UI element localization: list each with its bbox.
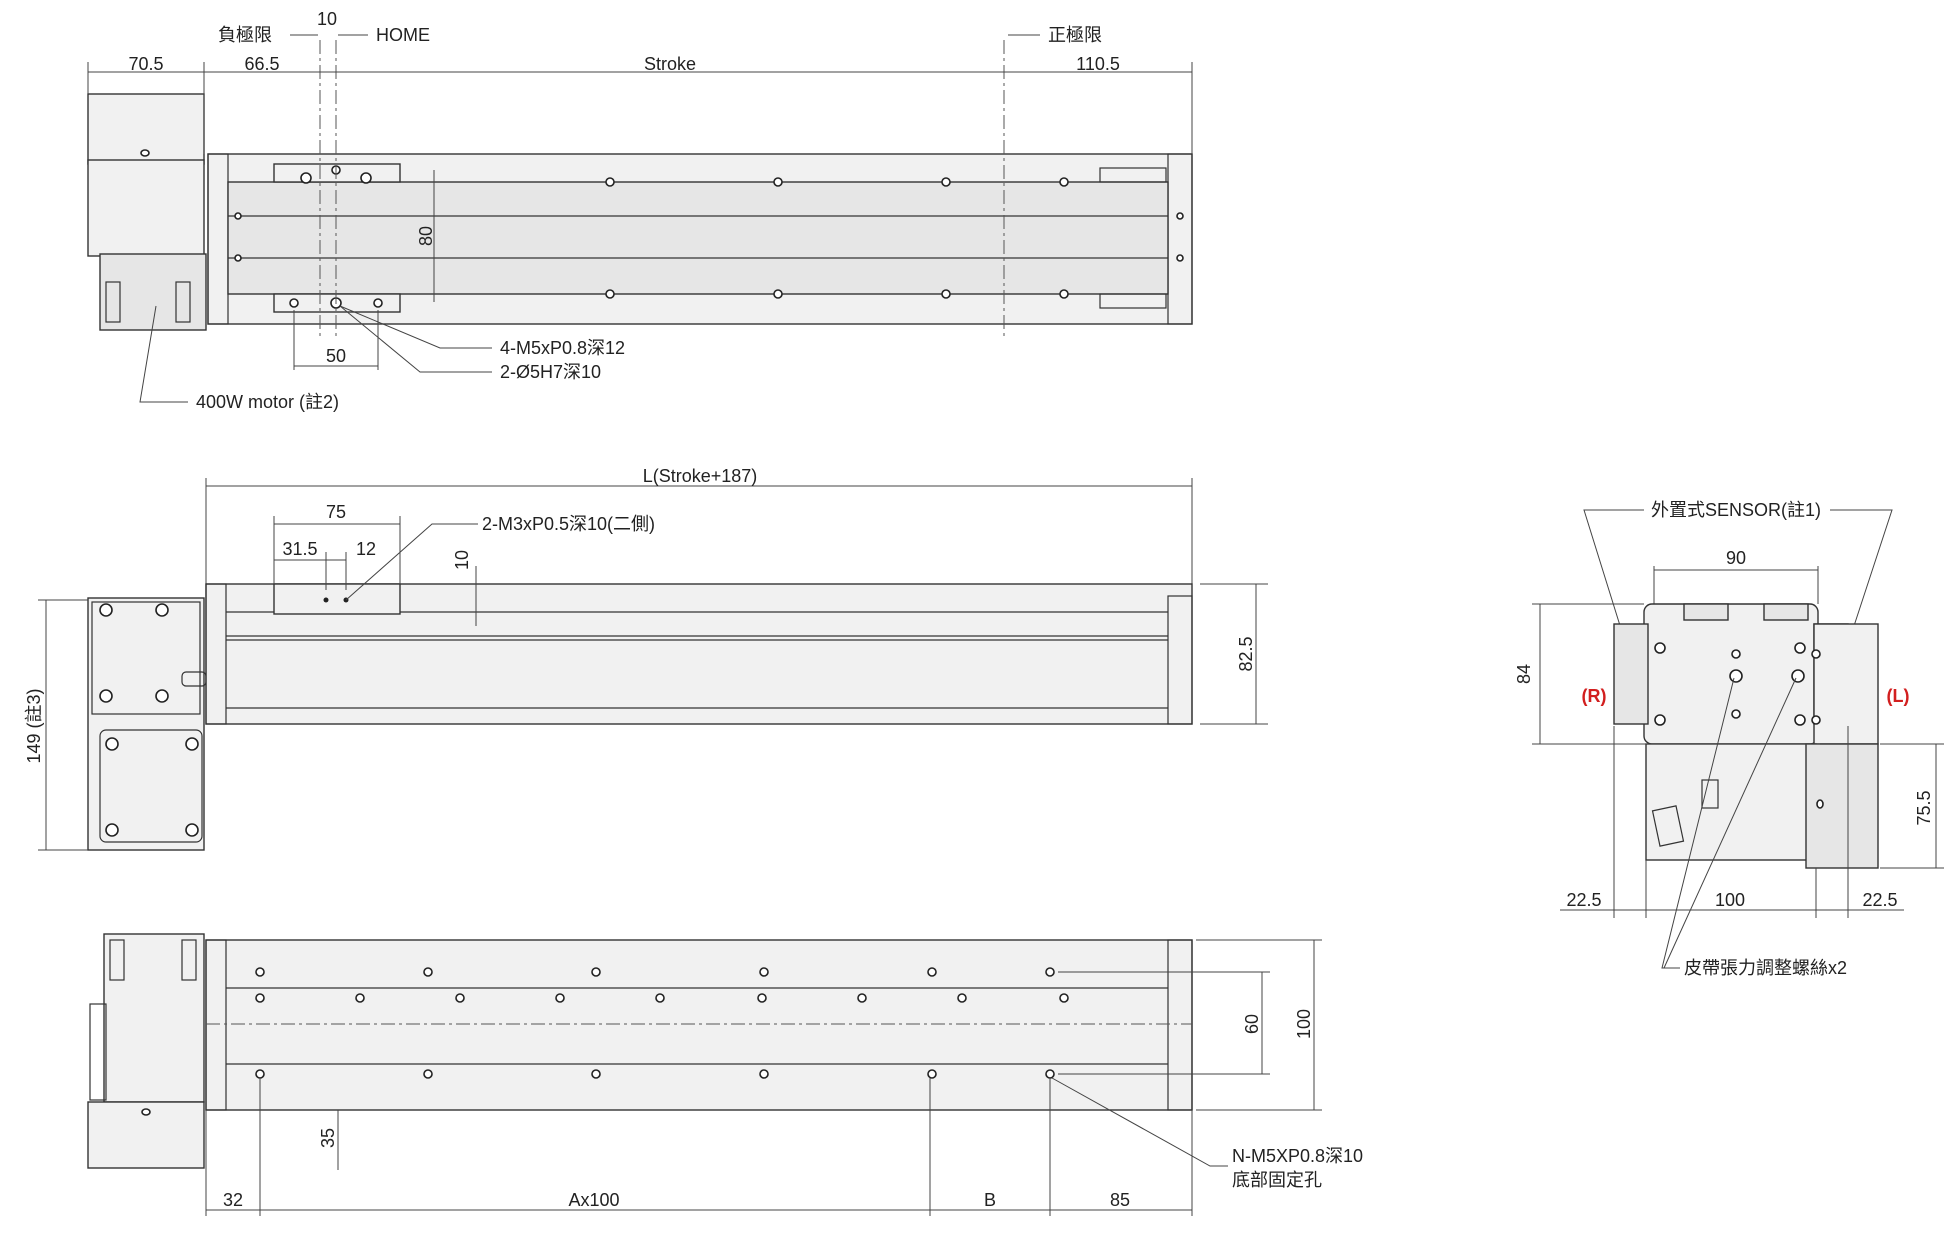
dim-tap-pitch: 12 [356, 539, 376, 559]
note-motor: 400W motor (註2) [196, 392, 339, 412]
bottom-view: 60 100 35 32 Ax100 B 85 N-M5XP0.8深10 底部固… [87, 933, 1363, 1216]
dim-end-length: 110.5 [1076, 54, 1120, 74]
side-view: L(Stroke+187) 75 31.5 12 [24, 466, 1268, 851]
dim-end-mid: 100 [1715, 890, 1745, 910]
dim-total-length: L(Stroke+187) [643, 466, 758, 486]
end-view: 外置式SENSOR(註1) 90 (R) (L) 84 [1514, 500, 1944, 978]
side-motor [87, 597, 205, 851]
dim-b: B [984, 1190, 996, 1210]
note-bottom-holes-2: 底部固定孔 [1232, 1170, 1322, 1190]
dim-hole-pitch: 50 [326, 346, 346, 366]
motor-block [87, 159, 205, 257]
label-l: (L) [1887, 686, 1910, 706]
dim-pitch: Ax100 [568, 1190, 619, 1210]
note-side-taps: 2-M3xP0.5深10(二側) [482, 514, 655, 534]
dim-motor-height: 75.5 [1914, 790, 1934, 825]
dim-end-right: 22.5 [1862, 890, 1897, 910]
note-belt-screws: 皮帶張力調整螺絲x2 [1684, 958, 1847, 978]
dim-bottom-width: 100 [1294, 1009, 1314, 1039]
actuator-body-bottom [205, 939, 1193, 1111]
bottom-motor-lower [103, 933, 205, 1103]
top-view: 70.5 66.5 Stroke 110.5 負極限 10 HOME 正極限 8… [87, 9, 1193, 412]
dim-side-height: 82.5 [1236, 636, 1256, 671]
note-bottom-holes-1: N-M5XP0.8深10 [1232, 1146, 1363, 1166]
dim-stroke: Stroke [644, 54, 696, 74]
dim-hole-rows: 60 [1242, 1014, 1262, 1034]
dim-top-offset: 10 [452, 550, 472, 570]
home-label: HOME [376, 25, 430, 45]
dim-neg-limit: 66.5 [244, 54, 279, 74]
dim-tap-offset: 31.5 [282, 539, 317, 559]
dim-total-height: 149 (註3) [24, 688, 44, 763]
note-tap-holes: 4-M5xP0.8深12 [500, 338, 625, 358]
home-offset-dim: 10 [317, 9, 337, 29]
sensor-left [1613, 623, 1649, 725]
note-pin-holes: 2-Ø5H7深10 [500, 362, 601, 382]
note-sensor: 外置式SENSOR(註1) [1651, 500, 1821, 520]
dim-end-left: 22.5 [1566, 890, 1601, 910]
dim-motor-length: 70.5 [128, 54, 163, 74]
dim-start: 32 [223, 1190, 243, 1210]
dim-end: 85 [1110, 1190, 1130, 1210]
side-carriage [273, 583, 401, 615]
label-r: (R) [1582, 686, 1607, 706]
motor-lower [99, 253, 207, 331]
neg-limit-label: 負極限 [218, 25, 272, 45]
pos-limit-label: 正極限 [1048, 25, 1102, 45]
end-motor [1645, 743, 1817, 861]
dim-end-top: 90 [1726, 548, 1746, 568]
dim-carriage: 75 [326, 502, 346, 522]
dim-edge-offset: 35 [318, 1128, 338, 1148]
dim-end-height: 84 [1514, 664, 1534, 684]
dim-top-width: 80 [416, 226, 436, 246]
